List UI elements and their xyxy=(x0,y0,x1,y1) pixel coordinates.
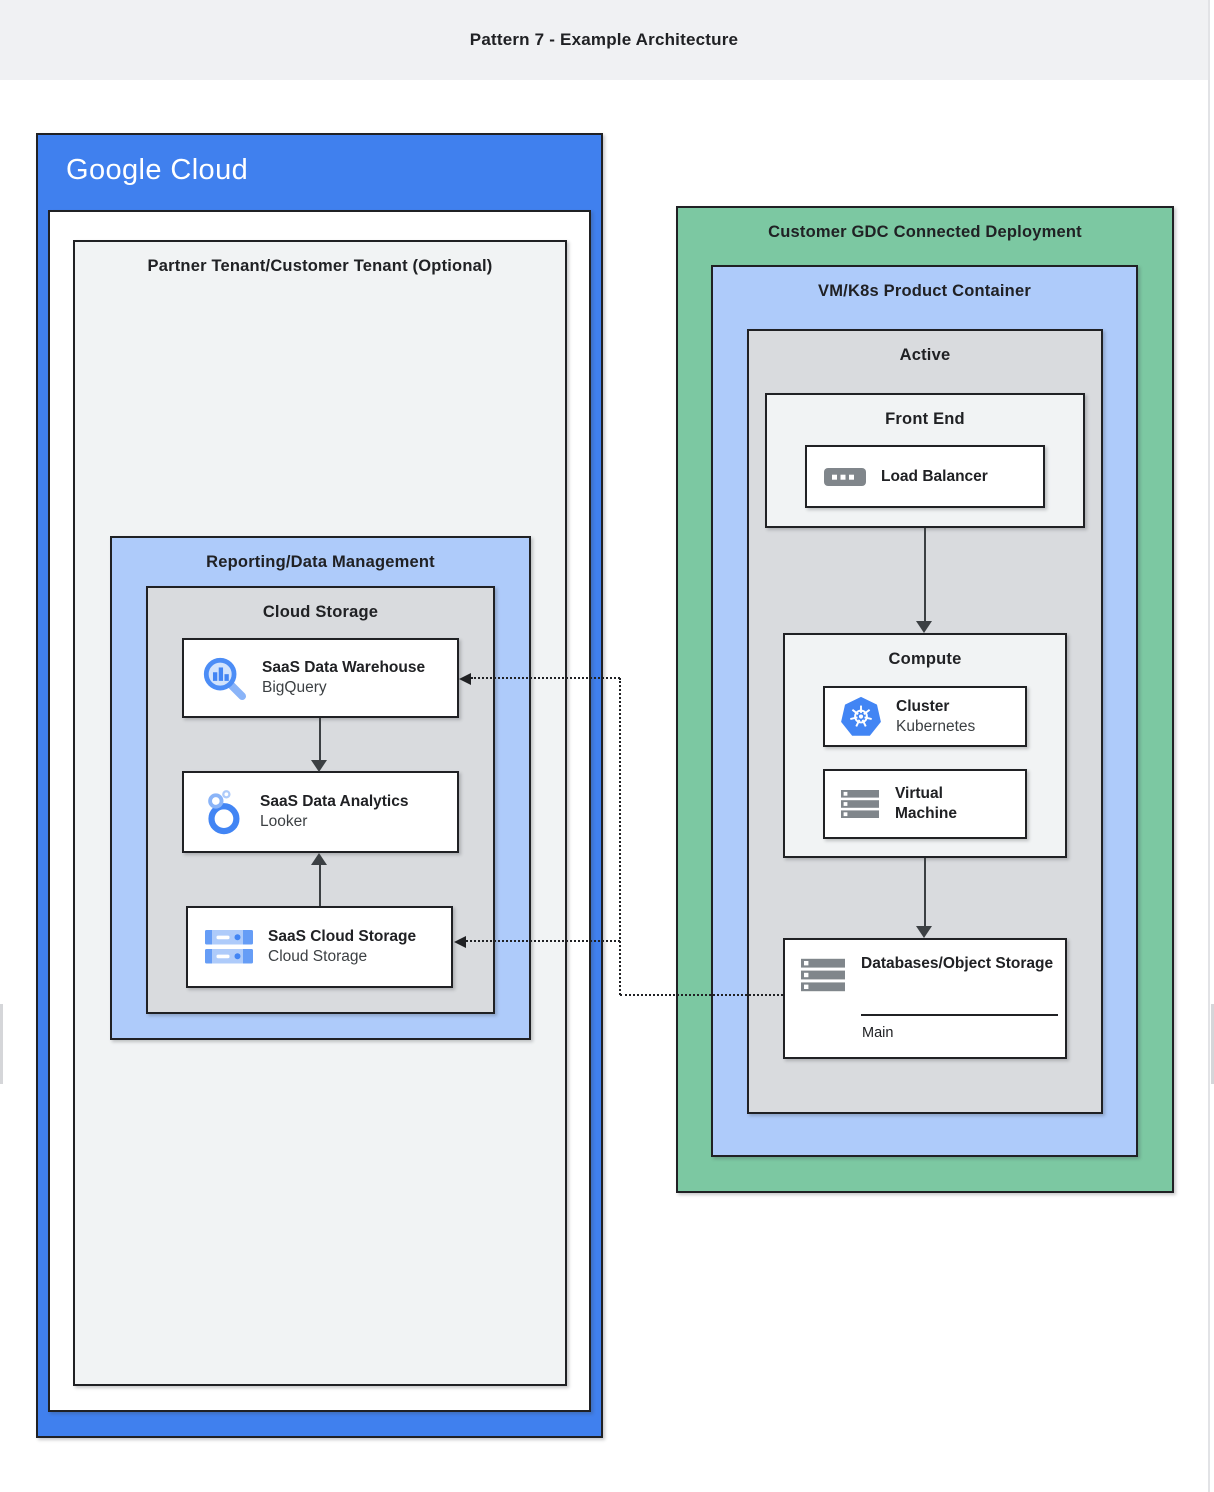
diagram-title-bar: Pattern 7 - Example Architecture xyxy=(0,0,1208,80)
reporting-data-management-box: Reporting/Data Management Cloud Storage xyxy=(110,536,531,1040)
looker-icon xyxy=(208,790,240,835)
partner-tenant-box: Partner Tenant/Customer Tenant (Optional… xyxy=(73,240,567,1386)
google-cloud-inner-container: Partner Tenant/Customer Tenant (Optional… xyxy=(48,210,591,1412)
saas-cloud-storage-card: SaaS Cloud Storage Cloud Storage xyxy=(186,906,453,988)
cloud-storage-group-box: Cloud Storage SaaS Data War xyxy=(146,586,495,1014)
gdc-deployment-title: Customer GDC Connected Deployment xyxy=(768,223,1082,241)
arrowhead-left-icon xyxy=(459,673,471,685)
virtual-machine-card: Virtual Machine xyxy=(823,769,1027,839)
arrow-frontend-to-compute xyxy=(924,528,926,621)
cluster-card: Cluster Kubernetes xyxy=(823,686,1027,747)
front-end-title: Front End xyxy=(885,410,965,428)
card-subtitle: BigQuery xyxy=(262,679,327,696)
cloud-storage-icon xyxy=(205,930,253,964)
dotted-link-to-cloud-storage xyxy=(466,940,620,942)
card-divider xyxy=(861,1014,1058,1016)
vm-k8s-title: VM/K8s Product Container xyxy=(818,282,1031,300)
cloud-storage-group-title: Cloud Storage xyxy=(262,603,379,621)
card-title: SaaS Data Analytics xyxy=(260,793,409,810)
active-box: Active Front End Load Balancer xyxy=(747,329,1103,1114)
card-title: Databases/Object Storage xyxy=(861,955,1054,972)
card-subtitle: Looker xyxy=(260,813,308,830)
compute-box: Compute xyxy=(783,633,1067,858)
card-title: SaaS Data Warehouse xyxy=(262,659,426,676)
vm-k8s-product-container: VM/K8s Product Container Active Front En… xyxy=(711,265,1138,1157)
arrowhead-down-icon xyxy=(916,926,932,938)
saas-data-analytics-card: SaaS Data Analytics Looker xyxy=(182,771,459,853)
databases-object-storage-card: Databases/Object Storage Main xyxy=(783,938,1067,1059)
dotted-link-to-databases xyxy=(620,994,783,996)
load-balancer-card: Load Balancer xyxy=(805,445,1045,508)
front-end-box: Front End Load Balancer xyxy=(765,393,1085,528)
left-edge-mark xyxy=(0,1004,3,1084)
arrowhead-left-icon xyxy=(454,936,466,948)
arrow-storage-to-looker xyxy=(319,864,321,906)
arrowhead-up-icon xyxy=(311,853,327,865)
page-title: Pattern 7 - Example Architecture xyxy=(469,30,739,49)
card-title: Load Balancer xyxy=(881,467,988,485)
card-subtitle: Cloud Storage xyxy=(268,948,368,965)
reporting-title: Reporting/Data Management xyxy=(206,553,435,571)
active-title: Active xyxy=(899,346,951,364)
google-cloud-container: Google Cloud Partner Tenant/Customer Ten… xyxy=(36,133,603,1438)
kubernetes-icon xyxy=(841,696,881,736)
databases-icon xyxy=(801,958,845,992)
right-edge-mark xyxy=(1211,1004,1214,1084)
page-right-edge xyxy=(1208,0,1210,1492)
arrow-compute-to-databases xyxy=(924,858,926,926)
card-title: Cluster xyxy=(896,697,950,715)
bigquery-icon xyxy=(203,657,247,701)
arrowhead-down-icon xyxy=(916,621,932,633)
google-cloud-logo: Google Cloud xyxy=(66,154,249,186)
compute-title: Compute xyxy=(888,650,962,668)
main-label: Main xyxy=(862,1025,894,1041)
card-title: Virtual Machine xyxy=(895,785,958,822)
card-subtitle: Kubernetes xyxy=(896,717,976,735)
arrowhead-down-icon xyxy=(311,760,327,772)
saas-data-warehouse-card: SaaS Data Warehouse BigQuery xyxy=(182,638,459,718)
partner-tenant-title: Partner Tenant/Customer Tenant (Optional… xyxy=(147,257,493,275)
dotted-link-vertical xyxy=(619,678,621,995)
gdc-deployment-container: Customer GDC Connected Deployment VM/K8s… xyxy=(676,206,1174,1193)
load-balancer-icon xyxy=(824,467,866,486)
dotted-link-to-warehouse xyxy=(471,677,620,679)
virtual-machine-icon xyxy=(841,790,879,818)
arrow-warehouse-to-looker xyxy=(319,718,321,762)
card-title: SaaS Cloud Storage xyxy=(268,928,417,945)
